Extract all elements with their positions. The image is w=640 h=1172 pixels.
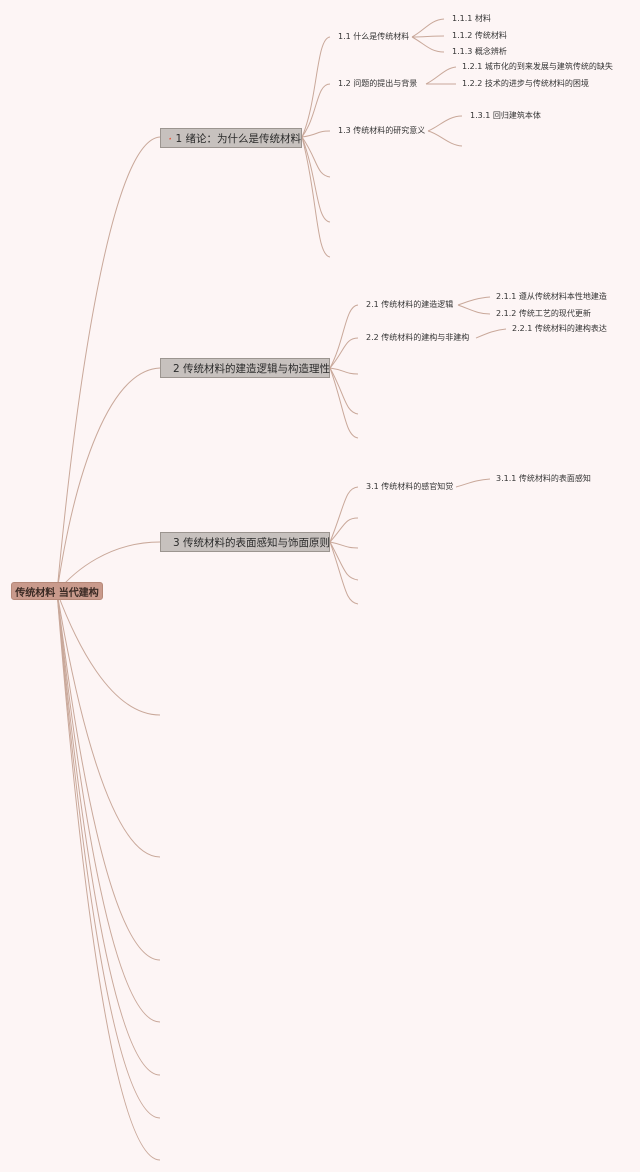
- subtopic-1-1-3[interactable]: 1.1.3 概念辨析: [452, 47, 507, 56]
- subtopic-2-1-1[interactable]: 2.1.1 遵从传统材料本性地建造: [496, 292, 607, 301]
- topic-3-surface-perception[interactable]: 3 传统材料的表面感知与饰面原则: [160, 532, 330, 552]
- topic-1-introduction[interactable]: 1 绪论：为什么是传统材料: [160, 128, 302, 148]
- subtopic-1-2-2[interactable]: 1.2.2 技术的进步与传统材料的困境: [462, 79, 589, 88]
- subtopic-1-3[interactable]: 1.3 传统材料的研究意义: [338, 126, 426, 135]
- subtopic-1-2-1[interactable]: 1.2.1 城市化的到来发展与建筑传统的缺失: [462, 62, 613, 71]
- subtopic-1-1-2[interactable]: 1.1.2 传统材料: [452, 31, 507, 40]
- topic-2-construction-logic[interactable]: 2 传统材料的建造逻辑与构造理性: [160, 358, 330, 378]
- subtopic-1-2[interactable]: 1.2 问题的提出与背景: [338, 79, 418, 88]
- fire-icon: [169, 136, 172, 140]
- subtopic-1-1[interactable]: 1.1 什么是传统材料: [338, 32, 410, 41]
- subtopic-2-2-1[interactable]: 2.2.1 传统材料的建构表达: [512, 324, 607, 333]
- root-topic-label: 传统材料 当代建构: [15, 587, 99, 599]
- topic-1-label: 1 绪论：为什么是传统材料: [175, 132, 301, 145]
- subtopic-2-1-2[interactable]: 2.1.2 传统工艺的现代更新: [496, 309, 591, 318]
- subtopic-3-1-1[interactable]: 3.1.1 传统材料的表面感知: [496, 474, 591, 483]
- root-topic[interactable]: 传统材料 当代建构: [11, 582, 103, 600]
- subtopic-1-3-1[interactable]: 1.3.1 回归建筑本体: [470, 111, 541, 120]
- branch-lines: [56, 18, 507, 1161]
- subtopic-2-1[interactable]: 2.1 传统材料的建造逻辑: [366, 300, 454, 309]
- subtopic-2-2[interactable]: 2.2 传统材料的建构与非建构: [366, 333, 470, 342]
- topic-2-label: 2 传统材料的建造逻辑与构造理性: [173, 362, 331, 375]
- subtopic-3-1[interactable]: 3.1 传统材料的感官知觉: [366, 482, 454, 491]
- subtopic-1-1-1[interactable]: 1.1.1 材料: [452, 14, 491, 23]
- topic-3-label: 3 传统材料的表面感知与饰面原则: [173, 536, 331, 549]
